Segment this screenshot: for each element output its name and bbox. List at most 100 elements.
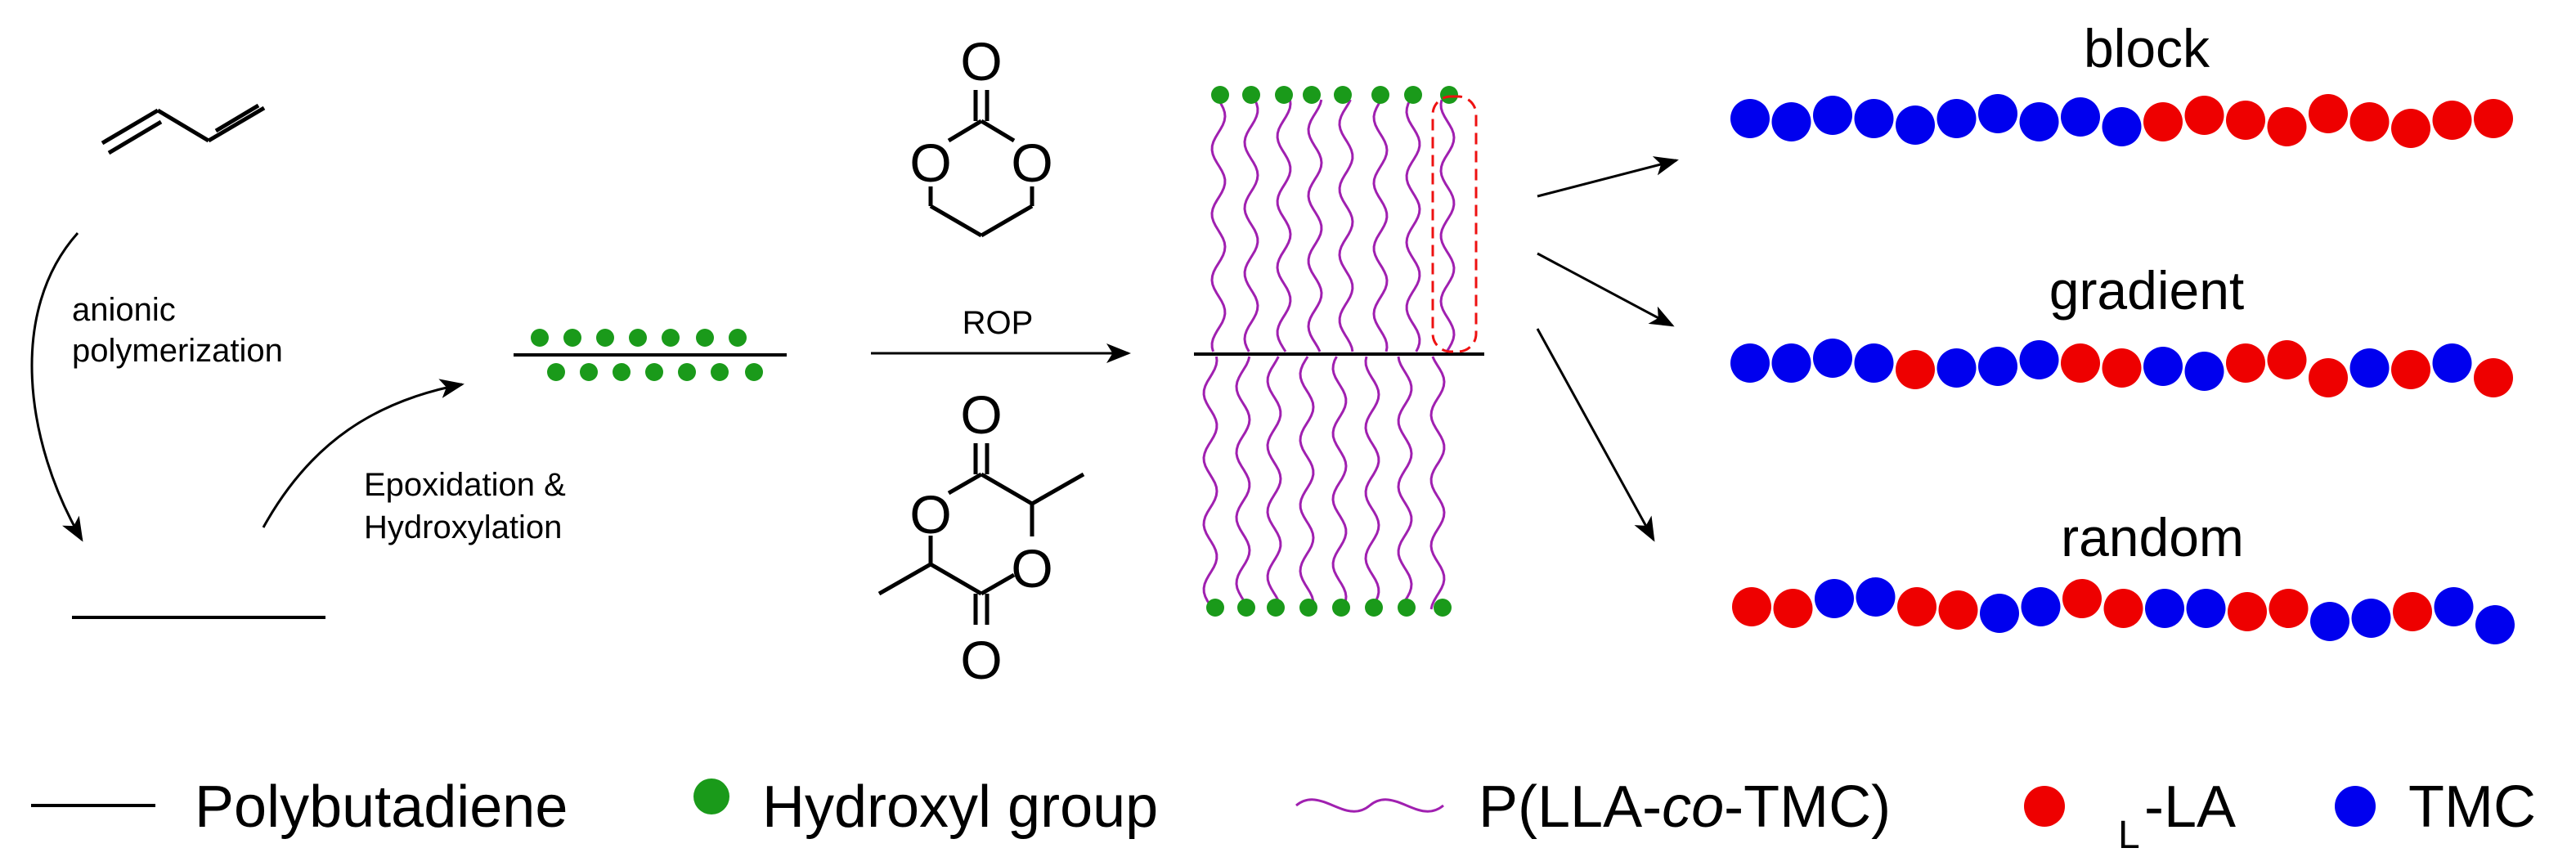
chain-gradient bbox=[1730, 339, 2513, 397]
legend-hydroxyl-label: Hydroxyl group bbox=[762, 774, 1158, 840]
hydroxyl-dot bbox=[1434, 599, 1452, 617]
legend-copolymer-label: P(LLA-co-TMC) bbox=[1479, 774, 1891, 840]
legend-copolymer-swatch bbox=[1295, 798, 1444, 813]
legend-polybutadiene-label: Polybutadiene bbox=[195, 774, 568, 840]
tmc-bead bbox=[2184, 352, 2224, 391]
lla-bead bbox=[2474, 99, 2513, 138]
atom-o-ring-left: O bbox=[909, 484, 951, 545]
lla-bead bbox=[2061, 343, 2100, 383]
lla-bead bbox=[2267, 340, 2307, 379]
lla-bead bbox=[2309, 358, 2348, 397]
hydroxyl-dot bbox=[1237, 599, 1255, 617]
tmc-bead bbox=[2061, 97, 2100, 137]
tmc-bead bbox=[1813, 339, 1852, 378]
copolymer-side-chains bbox=[1202, 99, 1456, 610]
tmc-bead bbox=[2021, 587, 2061, 626]
lla-bead bbox=[2103, 589, 2143, 628]
label-anionic: anionic bbox=[72, 292, 176, 328]
tmc-bead bbox=[2186, 589, 2226, 628]
lla-bead bbox=[1896, 350, 1935, 389]
lla-bead bbox=[2228, 592, 2267, 631]
brush-hydroxyl-top bbox=[1211, 86, 1458, 104]
lla-bead bbox=[2102, 348, 2142, 388]
tmc-bead bbox=[2434, 587, 2474, 626]
tmc-bead bbox=[1854, 343, 1894, 383]
lla-bead bbox=[2432, 101, 2472, 140]
hydroxyl-dot bbox=[580, 363, 598, 381]
copolymer-side-chain bbox=[1235, 356, 1251, 610]
lla-bead bbox=[2226, 343, 2265, 383]
copolymer-side-chain bbox=[1405, 99, 1421, 352]
lla-bead bbox=[2143, 102, 2183, 141]
tmc-structure: O O O bbox=[909, 31, 1053, 238]
arrow-to-gradient bbox=[1537, 252, 1675, 327]
tmc-bead bbox=[1730, 99, 1770, 138]
tmc-bead bbox=[1978, 347, 2017, 386]
tmc-bead bbox=[2019, 340, 2059, 379]
lla-bead bbox=[2267, 107, 2307, 146]
hydroxyl-dot bbox=[629, 329, 647, 347]
hydroxyl-dot bbox=[531, 329, 549, 347]
tmc-bead bbox=[2019, 102, 2059, 141]
hydroxyl-dot bbox=[1365, 599, 1383, 617]
title-block: block bbox=[2084, 18, 2210, 79]
label-rop: ROP bbox=[963, 305, 1034, 341]
tmc-bead bbox=[2143, 347, 2183, 386]
tmc-bead bbox=[1896, 105, 1935, 145]
copolymer-side-chain bbox=[1202, 356, 1218, 610]
tmc-bead bbox=[1815, 579, 1854, 618]
tmc-bead bbox=[1854, 99, 1894, 138]
title-gradient: gradient bbox=[2049, 260, 2245, 321]
legend-lla-sub: L bbox=[2118, 814, 2140, 857]
hydroxyl-dot bbox=[1275, 86, 1293, 104]
hydroxyl-dot bbox=[1440, 86, 1458, 104]
label-polymerization: polymerization bbox=[72, 333, 283, 369]
tmc-bead bbox=[2310, 602, 2349, 641]
arrow-anionic-polymerization bbox=[30, 232, 83, 542]
tmc-bead bbox=[2102, 107, 2142, 146]
lla-bead bbox=[2309, 94, 2348, 133]
atom-o-top: O bbox=[960, 384, 1002, 445]
butadiene-structure bbox=[101, 103, 266, 155]
hydroxyl-dot bbox=[1332, 599, 1350, 617]
tmc-bead bbox=[1771, 343, 1811, 383]
hydroxyl-dot bbox=[1211, 86, 1229, 104]
copolymer-side-chain bbox=[1439, 99, 1456, 352]
lla-bead bbox=[1732, 587, 1771, 626]
tmc-bead bbox=[2351, 599, 2391, 638]
hydroxyl-dot bbox=[547, 363, 565, 381]
lla-bead bbox=[1897, 587, 1936, 626]
copolymer-side-chain bbox=[1299, 356, 1315, 610]
atom-o-carbonyl: O bbox=[960, 31, 1002, 92]
lla-bead bbox=[2349, 102, 2390, 141]
tmc-bead bbox=[1980, 594, 2019, 633]
lla-bead bbox=[2269, 589, 2309, 628]
legend-tmc-swatch bbox=[2335, 786, 2376, 827]
hydroxyl-dot bbox=[1206, 599, 1224, 617]
tmc-bead bbox=[1936, 99, 1977, 138]
highlight-box bbox=[1431, 95, 1478, 353]
hydroxyl-dot bbox=[1398, 599, 1416, 617]
legend-lla-label: -LA bbox=[2144, 774, 2236, 840]
hydroxyl-dot bbox=[1242, 86, 1260, 104]
legend: Polybutadiene Hydroxyl group P(LLA-co-TM… bbox=[31, 774, 2536, 857]
label-hydroxylation: Hydroxylation bbox=[364, 509, 562, 545]
copolymer-side-chain bbox=[1364, 356, 1380, 610]
copolymer-side-chain bbox=[1429, 356, 1446, 610]
lla-structure: O O O O bbox=[877, 384, 1085, 690]
hydroxyl-dot bbox=[1299, 599, 1317, 617]
tmc-bead bbox=[1813, 96, 1852, 135]
hydroxyl-dot bbox=[729, 329, 747, 347]
lla-bead bbox=[2184, 96, 2224, 135]
hydroxyl-dot bbox=[1371, 86, 1389, 104]
atom-o-ring-right: O bbox=[1011, 538, 1052, 599]
legend-hydroxyl-swatch bbox=[693, 779, 729, 814]
arrow-to-random bbox=[1536, 328, 1655, 542]
legend-tmc-label: TMC bbox=[2408, 774, 2536, 840]
hydroxyl-dot bbox=[563, 329, 581, 347]
tmc-bead bbox=[1936, 348, 1977, 388]
hydroxyl-row-bottom bbox=[547, 363, 763, 381]
title-random: random bbox=[2061, 507, 2244, 568]
lla-bead bbox=[2062, 579, 2102, 618]
copolymer-side-chain bbox=[1276, 99, 1292, 352]
